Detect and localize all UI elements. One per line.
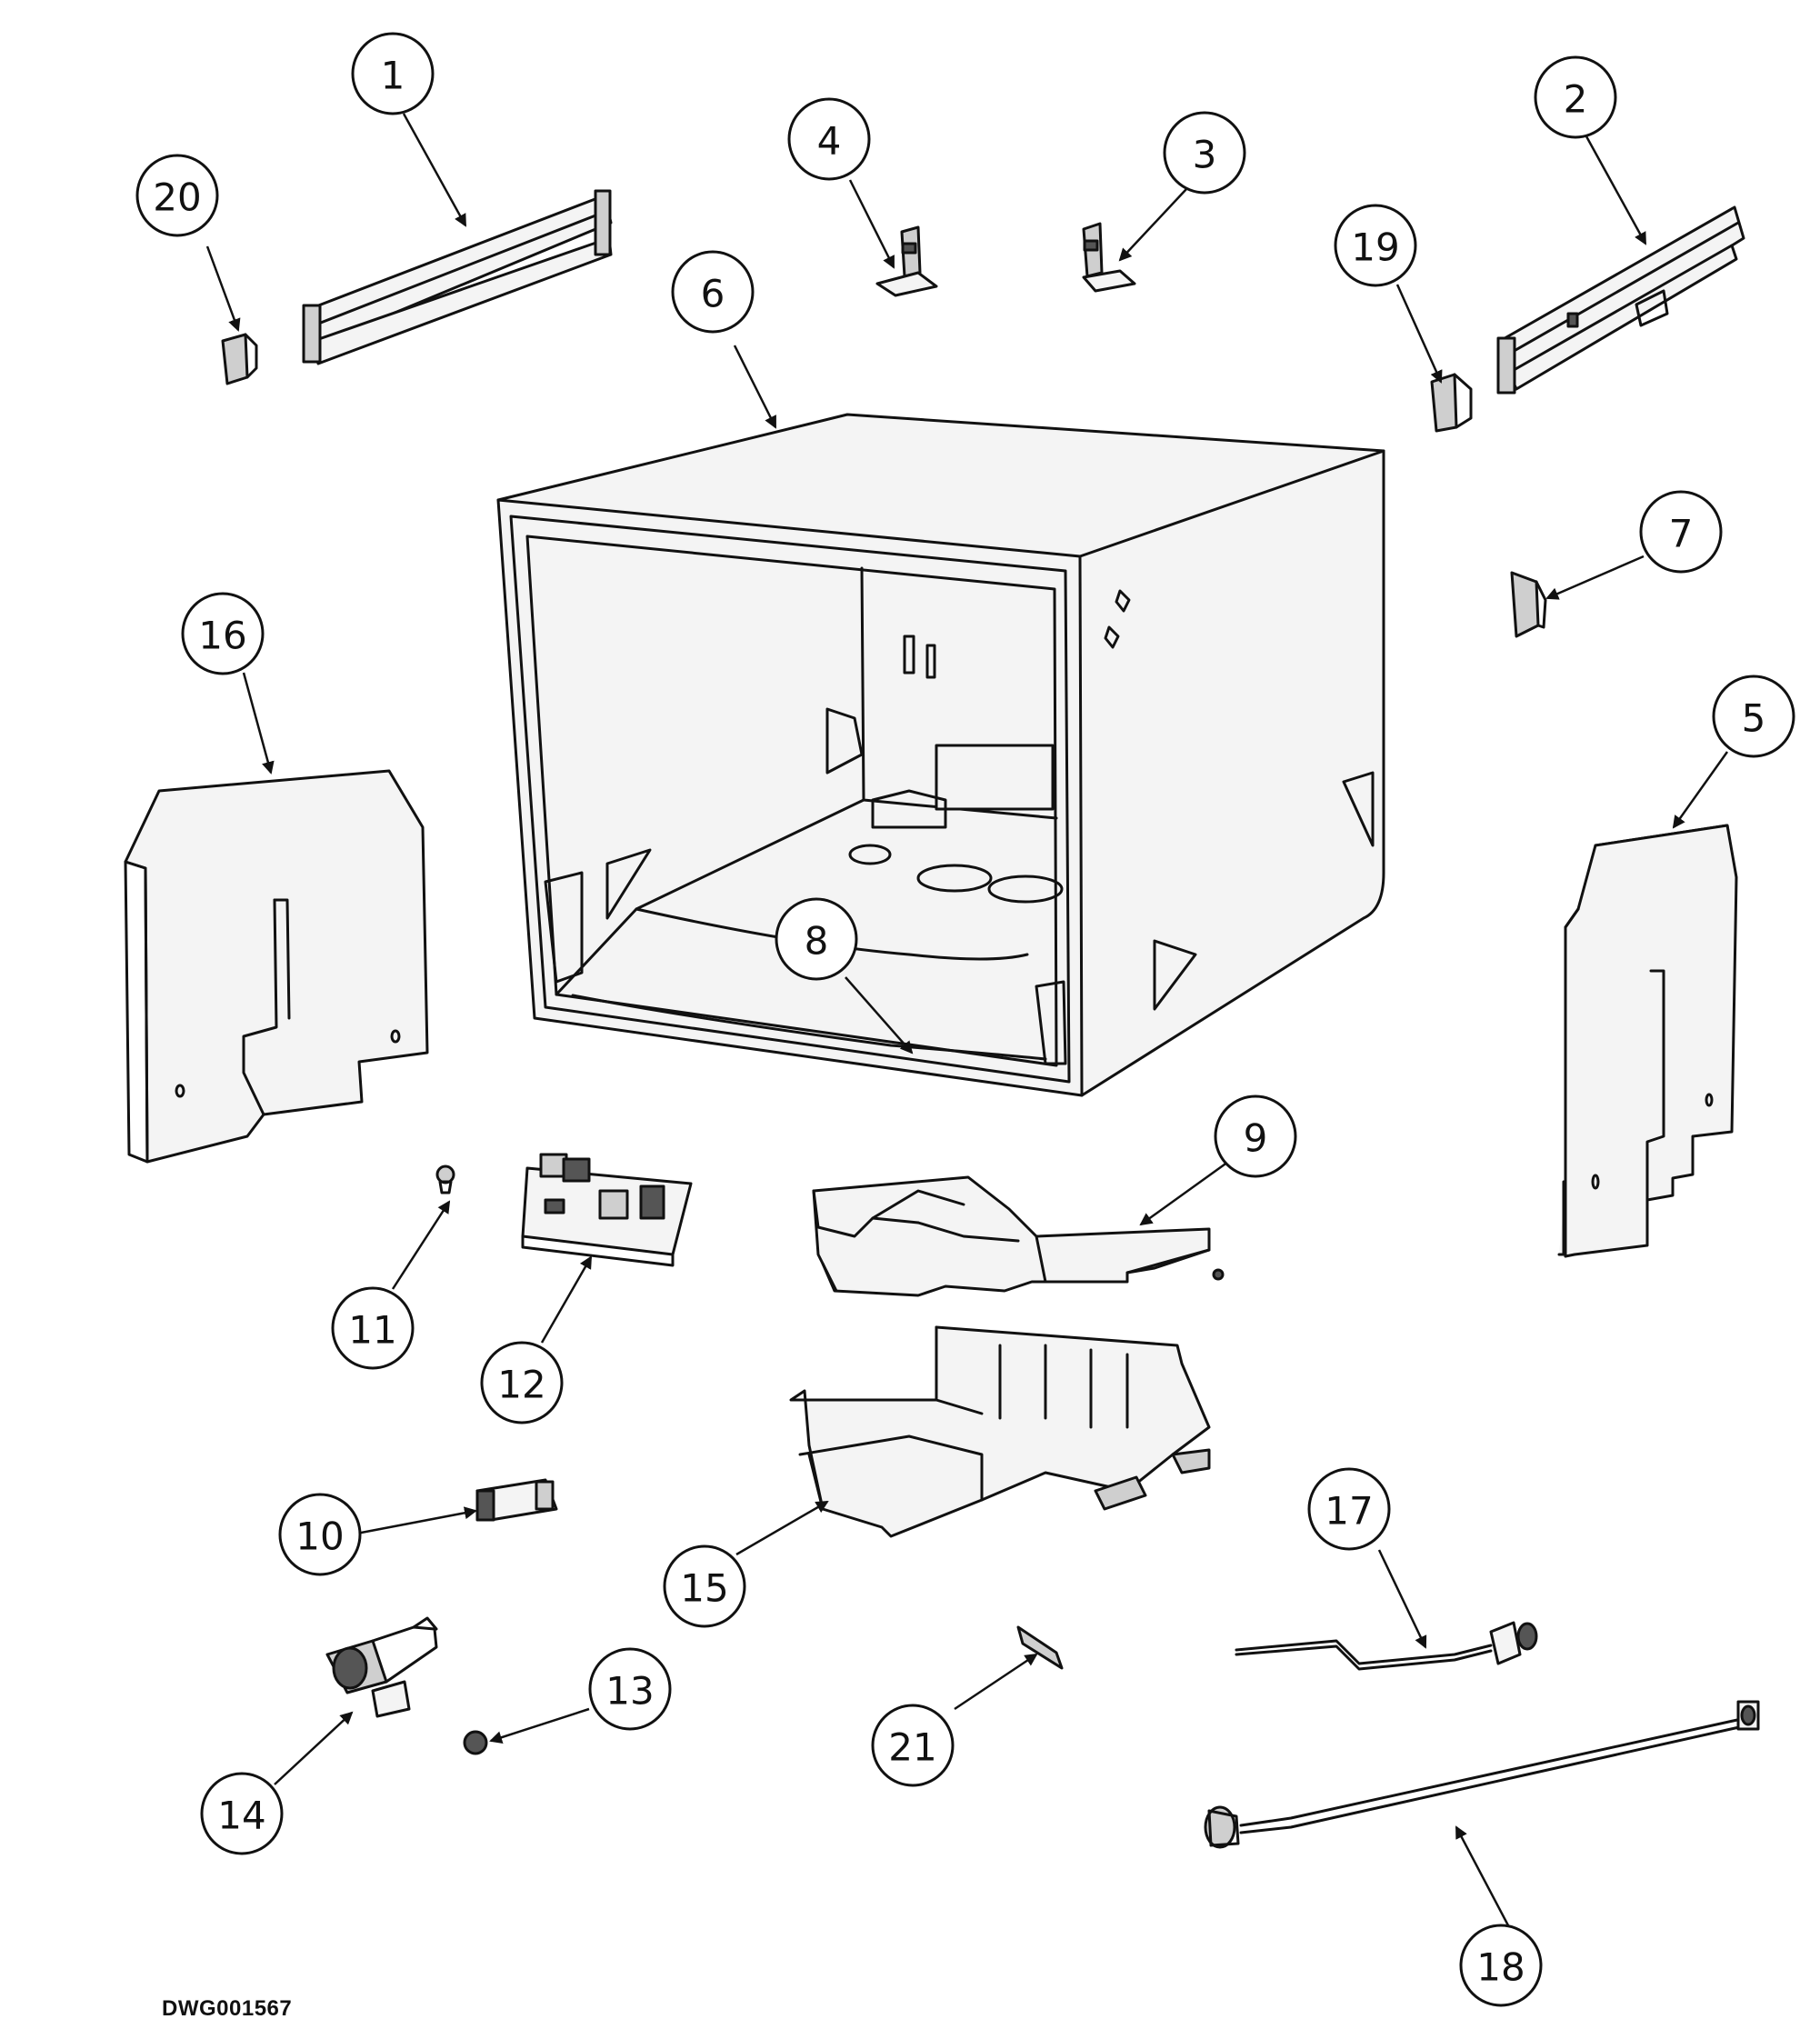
callout-label: 8 — [805, 919, 829, 964]
leader-lines — [205, 113, 1729, 1928]
part-3-hinge — [1082, 222, 1136, 293]
part-4-hinge — [875, 225, 938, 297]
callout-label: 6 — [701, 272, 725, 316]
callout-2: 2 — [1534, 55, 1617, 139]
leader-12 — [540, 1255, 593, 1344]
leader-7 — [1545, 555, 1645, 600]
callout-label: 7 — [1669, 512, 1694, 556]
callout-8: 8 — [775, 897, 858, 981]
leader-15 — [735, 1500, 829, 1556]
part-16-left-panel — [124, 769, 429, 1164]
callout-label: 17 — [1325, 1489, 1373, 1534]
callout-label: 4 — [817, 119, 842, 164]
callout-15: 15 — [663, 1544, 746, 1628]
callout-label: 16 — [198, 614, 246, 658]
callout-16: 16 — [181, 592, 265, 675]
part-2-right-rail — [1496, 205, 1745, 395]
leader-17 — [1377, 1549, 1427, 1649]
callout-13: 13 — [588, 1647, 672, 1731]
callout-6: 6 — [671, 250, 755, 334]
callout-7: 7 — [1639, 490, 1723, 574]
callout-label: 21 — [888, 1725, 936, 1770]
leader-1 — [402, 113, 467, 227]
callout-20: 20 — [135, 154, 219, 237]
part-17-cable — [1235, 1621, 1538, 1671]
part-14-valve — [325, 1616, 438, 1718]
leader-21 — [954, 1653, 1038, 1711]
part-6-tub — [496, 413, 1385, 1097]
drawing-number: DWG001567 — [162, 1996, 293, 2021]
leader-20 — [205, 245, 241, 332]
leader-4 — [848, 179, 895, 269]
callout-label: 10 — [295, 1514, 344, 1559]
part-7-bracket — [1510, 571, 1547, 638]
leader-13 — [489, 1707, 590, 1744]
callout-4: 4 — [787, 97, 871, 181]
callout-label: 1 — [381, 54, 405, 98]
callout-label: 14 — [217, 1794, 265, 1838]
leader-8 — [845, 976, 914, 1054]
part-18-hose — [1204, 1700, 1760, 1849]
callout-label: 19 — [1351, 225, 1399, 270]
leader-6 — [733, 345, 777, 429]
callout-1: 1 — [351, 32, 435, 115]
callout-9: 9 — [1214, 1094, 1297, 1178]
part-21-clip — [1016, 1625, 1064, 1670]
callout-18: 18 — [1459, 1924, 1543, 2007]
leader-5 — [1672, 751, 1729, 829]
part-13-cap — [463, 1730, 488, 1755]
part-5-right-panel — [1557, 824, 1738, 1258]
leader-19 — [1395, 284, 1443, 384]
callout-5: 5 — [1712, 675, 1795, 758]
callout-17: 17 — [1307, 1467, 1391, 1551]
leader-10 — [355, 1506, 477, 1535]
leader-3 — [1118, 188, 1187, 262]
part-15-base — [789, 1325, 1211, 1538]
callout-label: 13 — [605, 1669, 654, 1714]
leader-9 — [1139, 1151, 1242, 1226]
callout-label: 9 — [1244, 1116, 1268, 1161]
callout-12: 12 — [480, 1341, 564, 1424]
callout-10: 10 — [278, 1493, 362, 1576]
part-9-assembly — [812, 1175, 1225, 1297]
leader-11 — [391, 1200, 451, 1290]
leader-16 — [242, 672, 275, 775]
callout-19: 19 — [1334, 204, 1417, 287]
part-1-left-rail — [302, 189, 613, 365]
part-12-control-board — [521, 1153, 693, 1267]
callout-label: 3 — [1193, 133, 1217, 177]
callout-11: 11 — [331, 1286, 415, 1370]
part-20-clip — [221, 333, 258, 385]
part-11-knob — [435, 1164, 455, 1194]
leader-2 — [1585, 135, 1647, 245]
callout-label: 11 — [348, 1308, 396, 1353]
callout-21: 21 — [871, 1704, 955, 1787]
callout-label: 12 — [497, 1363, 545, 1407]
part-10-switch — [475, 1478, 558, 1522]
callout-3: 3 — [1163, 111, 1246, 195]
callout-label: 20 — [153, 175, 201, 220]
leader-14 — [274, 1711, 354, 1785]
callout-label: 18 — [1476, 1945, 1525, 1990]
callout-label: 2 — [1564, 77, 1588, 122]
callout-label: 5 — [1742, 696, 1766, 741]
leader-18 — [1455, 1825, 1511, 1928]
callout-label: 15 — [680, 1566, 728, 1611]
part-19-clip — [1430, 373, 1473, 433]
callout-14: 14 — [200, 1772, 284, 1855]
